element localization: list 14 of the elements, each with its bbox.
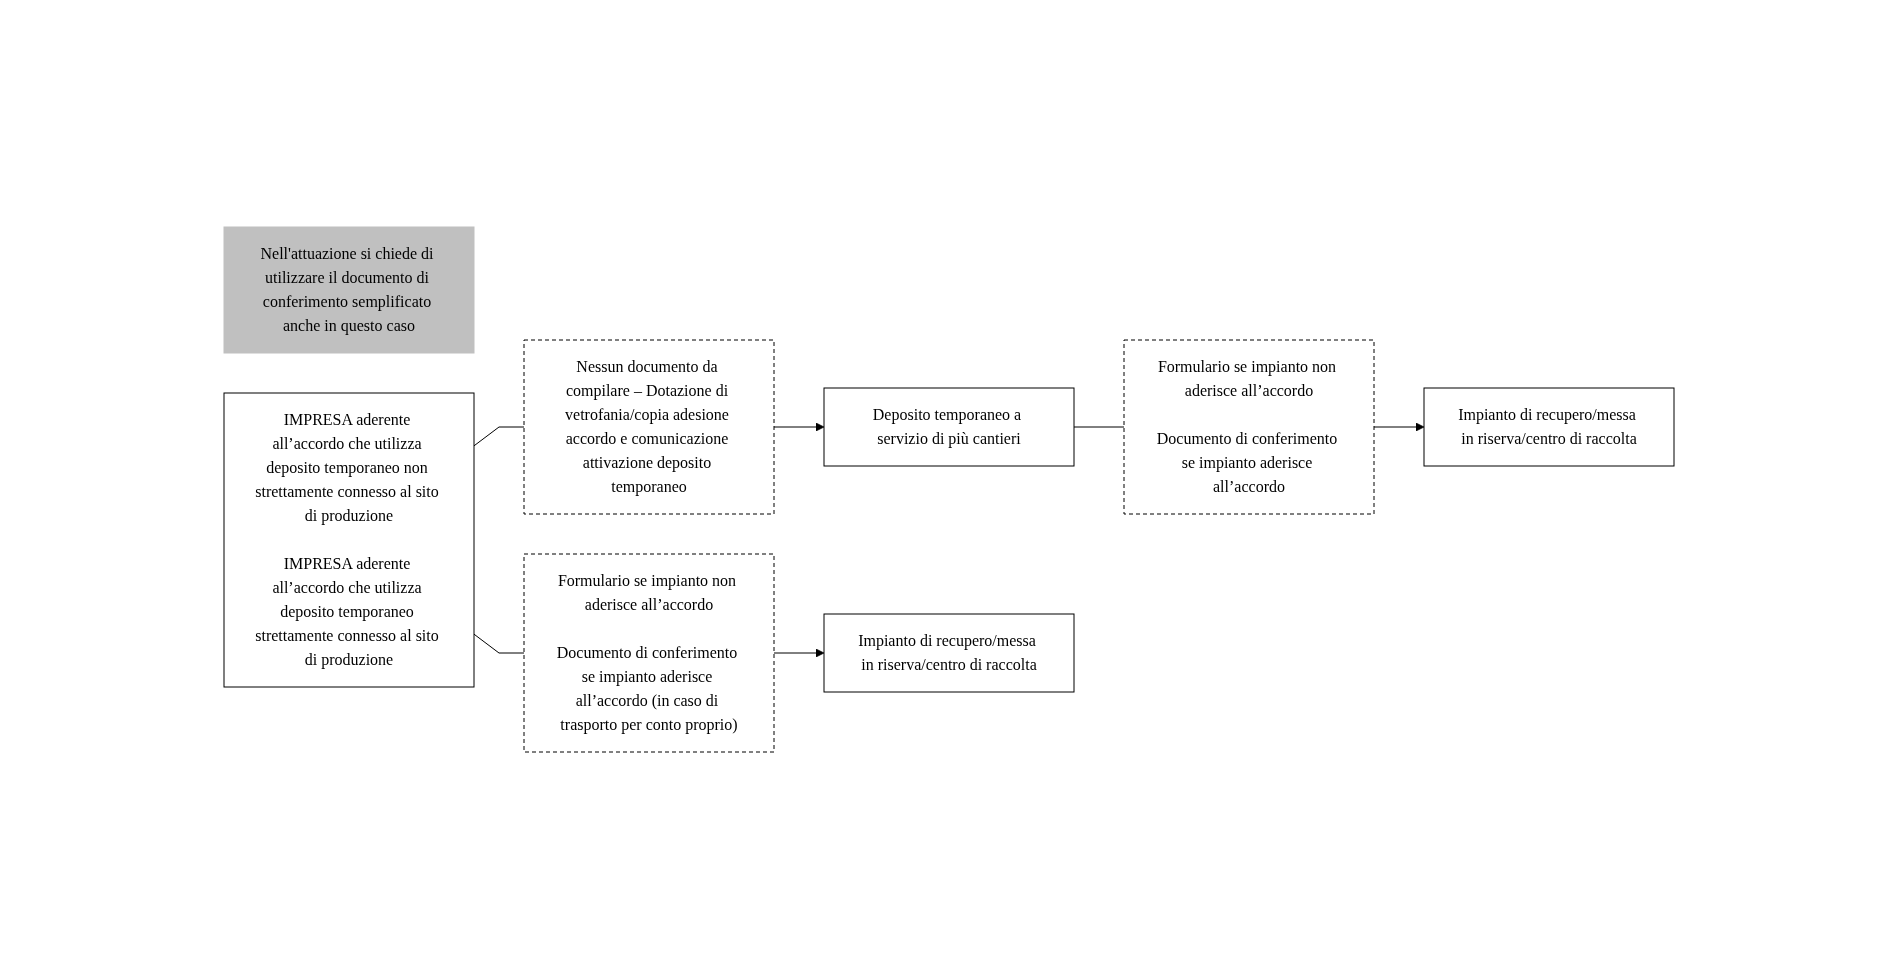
node-box: Nell'attuazione si chiede di utilizzare il documento di conferimento semplificato anche in questo caso [223,226,475,353]
connector [473,633,525,653]
node-box: Formulario se impianto non aderisce all’accordo Documento di conferimento se impianto aderisce all’accordo [1123,339,1375,514]
arrow [1373,422,1425,431]
arrow [773,422,825,431]
node-box: Nessun documento da compilare – Dotazione di vetrofania/copia adesione accordo e comunicazione attivazione deposito temporaneo [523,339,775,514]
node-box: Deposito temporaneo a servizio di più cantieri [823,387,1075,466]
connector [1073,426,1125,427]
arrow [773,648,825,657]
node-box: IMPRESA aderente all’accordo che utilizza deposito temporaneo non strettamente connesso al sito di produzione IMPRESA aderente all’accordo che utilizza deposito temporaneo strettamente connesso al sito di produzione [223,392,475,687]
node-box: Impianto di recupero/messa in riserva/centro di raccolta [823,613,1075,692]
connector [473,426,525,446]
node-box: Formulario se impianto non aderisce all’accordo Documento di conferimento se impianto aderisce all’accordo (in caso di trasporto per conto proprio) [523,553,775,752]
node-box: Impianto di recupero/messa in riserva/centro di raccolta [1423,387,1675,466]
